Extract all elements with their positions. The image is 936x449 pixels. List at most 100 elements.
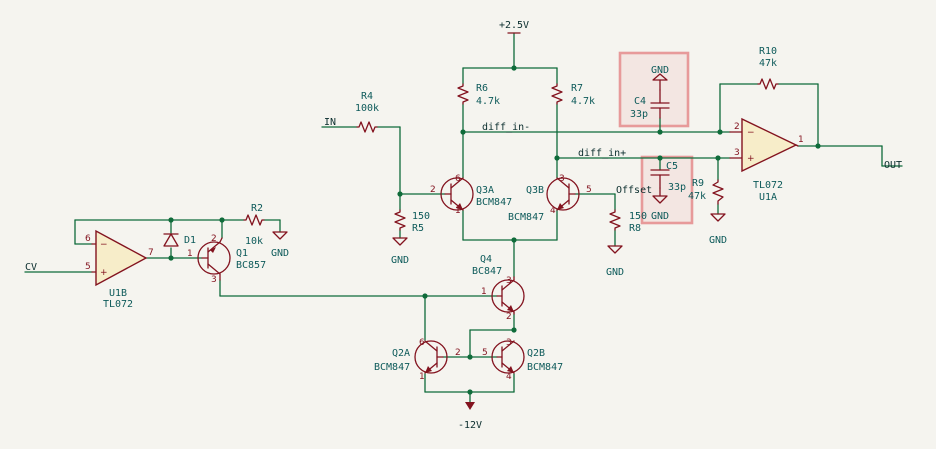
net-label-out: OUT: [884, 160, 902, 171]
svg-text:5: 5: [482, 348, 488, 358]
svg-text:4.7k: 4.7k: [571, 96, 595, 107]
svg-text:3: 3: [734, 148, 740, 158]
svg-text:+: +: [100, 268, 108, 278]
svg-text:2: 2: [455, 348, 461, 358]
opamp-u1a: − + 2 3 1 TL072 U1A: [729, 117, 804, 203]
gnd-symbol-r8: GND: [606, 245, 624, 278]
svg-text:U1B: U1B: [109, 288, 127, 299]
resistor-r7: R7 4.7k: [551, 83, 595, 107]
svg-text:BC857: BC857: [236, 260, 266, 271]
svg-text:GND: GND: [391, 255, 409, 266]
net-label-cv: CV: [25, 262, 37, 273]
svg-text:150: 150: [629, 211, 647, 222]
svg-text:R2: R2: [251, 203, 263, 214]
svg-text:BC847: BC847: [472, 266, 502, 277]
net-label-vminus: -12V: [458, 420, 482, 431]
net-label-vplus: +2.5V: [499, 20, 529, 31]
svg-text:33p: 33p: [668, 182, 686, 193]
resistor-r9: R9 47k: [688, 178, 724, 205]
svg-text:Q2B: Q2B: [527, 348, 545, 359]
gnd-symbol-r5: GND: [391, 237, 409, 266]
transistor-q3b: 5 3 4 Q3B BCM847: [508, 174, 592, 223]
transistor-q2b: 5 3 4 Q2B BCM847: [482, 338, 563, 382]
svg-text:R8: R8: [629, 223, 641, 234]
svg-text:BCM847: BCM847: [476, 197, 512, 208]
svg-text:GND: GND: [606, 267, 624, 278]
svg-text:33p: 33p: [630, 109, 648, 120]
svg-text:Q1: Q1: [236, 248, 248, 259]
wires: [24, 32, 903, 403]
svg-text:Q3A: Q3A: [476, 185, 494, 196]
svg-text:3: 3: [506, 338, 512, 348]
svg-text:47k: 47k: [688, 191, 706, 202]
svg-text:4: 4: [550, 206, 556, 216]
svg-text:1: 1: [798, 135, 804, 145]
svg-text:6: 6: [85, 234, 91, 244]
svg-text:BCM847: BCM847: [374, 362, 410, 373]
svg-text:R4: R4: [361, 91, 373, 102]
svg-text:BCM847: BCM847: [508, 212, 544, 223]
svg-text:R7: R7: [571, 83, 583, 94]
svg-text:R9: R9: [692, 178, 704, 189]
svg-text:GND: GND: [651, 65, 669, 76]
highlight-c4: [618, 51, 690, 128]
svg-text:+: +: [747, 154, 755, 164]
diode-d1: D1: [163, 233, 196, 247]
svg-text:TL072: TL072: [753, 180, 783, 191]
capacitor-c5: C5 33p: [650, 161, 686, 193]
svg-text:GND: GND: [709, 235, 727, 246]
gnd-symbol-c4: GND: [651, 65, 669, 91]
gnd-symbol-r2: GND: [271, 231, 289, 259]
svg-text:5: 5: [586, 185, 592, 195]
net-label-diff-in-plus: diff_in+: [578, 148, 626, 159]
junctions: [168, 65, 821, 395]
svg-text:6: 6: [419, 338, 425, 348]
svg-text:−: −: [100, 240, 108, 250]
gnd-symbol-r9: GND: [709, 213, 727, 246]
svg-text:2: 2: [506, 312, 512, 322]
gnd-symbol-c5: GND: [651, 187, 669, 222]
resistor-r6: R6 4.7k: [457, 83, 500, 107]
svg-text:1: 1: [455, 206, 461, 216]
svg-text:BCM847: BCM847: [527, 362, 563, 373]
svg-text:5: 5: [85, 262, 91, 272]
resistor-r2: R2 10k: [243, 203, 265, 247]
svg-text:D1: D1: [184, 235, 196, 246]
capacitor-c4: C4 33p: [630, 89, 670, 120]
svg-text:7: 7: [148, 248, 154, 258]
svg-text:3: 3: [506, 276, 512, 286]
svg-text:47k: 47k: [759, 58, 777, 69]
svg-text:10k: 10k: [245, 236, 263, 247]
svg-text:4: 4: [506, 372, 512, 382]
opamp-u1b: − + 6 5 7 U1B TL072: [85, 229, 154, 310]
svg-text:GND: GND: [651, 211, 669, 222]
transistor-q4: 1 3 2 Q4 BC847: [472, 254, 525, 322]
svg-text:2: 2: [734, 122, 740, 132]
svg-text:2: 2: [430, 185, 436, 195]
svg-text:3: 3: [559, 174, 565, 184]
svg-text:100k: 100k: [355, 103, 379, 114]
svg-text:2: 2: [211, 234, 217, 244]
svg-text:GND: GND: [271, 248, 289, 259]
transistor-q3a: 2 6 1 Q3A BCM847: [430, 174, 512, 216]
svg-text:−: −: [747, 128, 755, 138]
svg-text:6: 6: [455, 174, 461, 184]
highlight-c5: [640, 155, 694, 225]
svg-text:Q2A: Q2A: [392, 348, 410, 359]
net-label-in: IN: [324, 117, 336, 128]
transistor-q2a: 2 6 1 Q2A BCM847: [374, 338, 461, 382]
svg-text:3: 3: [211, 275, 217, 285]
svg-text:C4: C4: [634, 96, 646, 107]
svg-text:Q4: Q4: [480, 254, 492, 265]
svg-text:TL072: TL072: [103, 299, 133, 310]
svg-text:C5: C5: [666, 161, 678, 172]
svg-text:R6: R6: [476, 83, 488, 94]
svg-text:R5: R5: [412, 223, 424, 234]
svg-text:1: 1: [419, 372, 425, 382]
resistor-r5: 150 R5: [394, 209, 430, 234]
resistor-r8: 150 R8: [609, 209, 647, 234]
svg-text:U1A: U1A: [759, 192, 777, 203]
resistor-r4: R4 100k: [355, 91, 379, 133]
svg-text:1: 1: [187, 249, 193, 259]
